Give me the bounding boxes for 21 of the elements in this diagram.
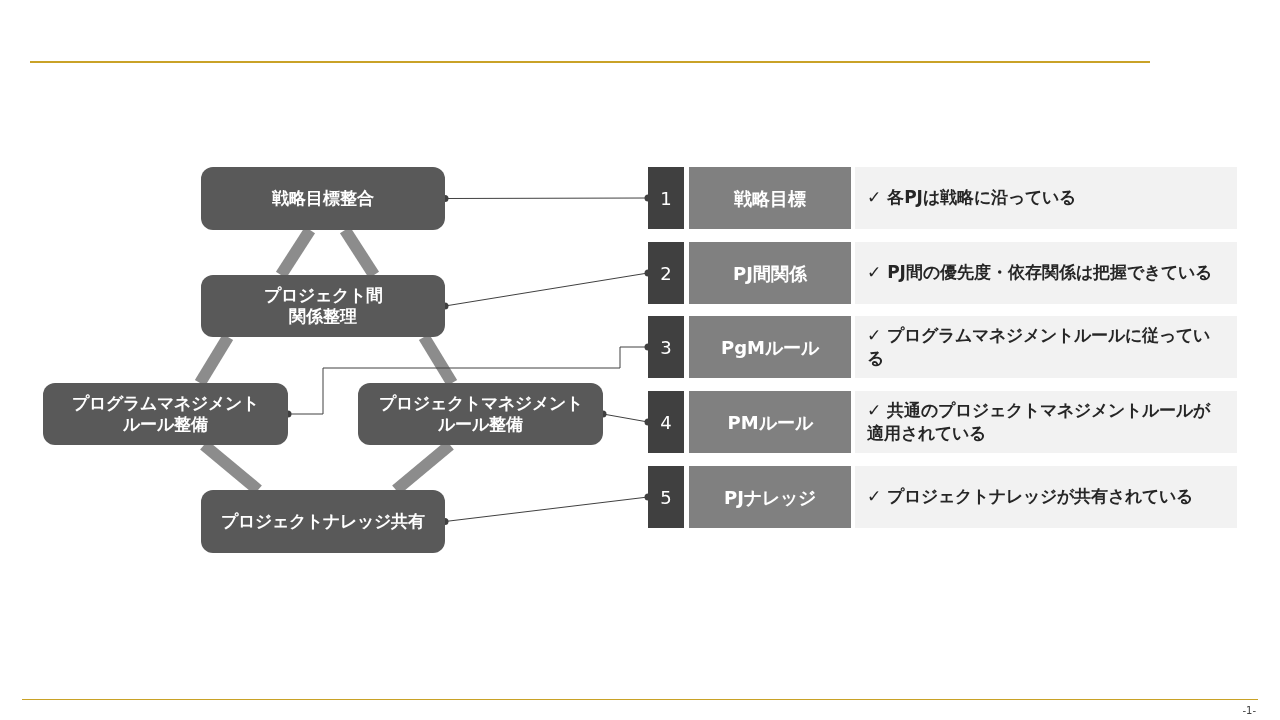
rounded-box: プロジェクト間関係整理 bbox=[201, 275, 445, 337]
category-box: 戦略目標 bbox=[689, 167, 851, 229]
number-box: 2 bbox=[648, 242, 684, 304]
number-box: 3 bbox=[648, 316, 684, 378]
check-item-box: ✓ 共通のプロジェクトマネジメントルールが適用されている bbox=[855, 391, 1237, 453]
rounded-box: 戦略目標整合 bbox=[201, 167, 445, 230]
check-item-box: ✓ 各PJは戦略に沿っている bbox=[855, 167, 1237, 229]
rounded-box: プロジェクトナレッジ共有 bbox=[201, 490, 445, 553]
check-item-box: ✓ プロジェクトナレッジが共有されている bbox=[855, 466, 1237, 528]
category-box: PJ間関係 bbox=[689, 242, 851, 304]
check-item-box: ✓ プログラムマネジメントルールに従っている bbox=[855, 316, 1237, 378]
category-box: PgMルール bbox=[689, 316, 851, 378]
category-box: PMルール bbox=[689, 391, 851, 453]
number-box: 4 bbox=[648, 391, 684, 453]
number-box: 1 bbox=[648, 167, 684, 229]
rounded-box: プログラムマネジメントルール整備 bbox=[43, 383, 288, 445]
check-item-box: ✓ PJ間の優先度・依存関係は把握できている bbox=[855, 242, 1237, 304]
category-box: PJナレッジ bbox=[689, 466, 851, 528]
number-box: 5 bbox=[648, 466, 684, 528]
rounded-box: プロジェクトマネジメントルール整備 bbox=[358, 383, 603, 445]
page-number: -1- bbox=[1242, 704, 1256, 718]
